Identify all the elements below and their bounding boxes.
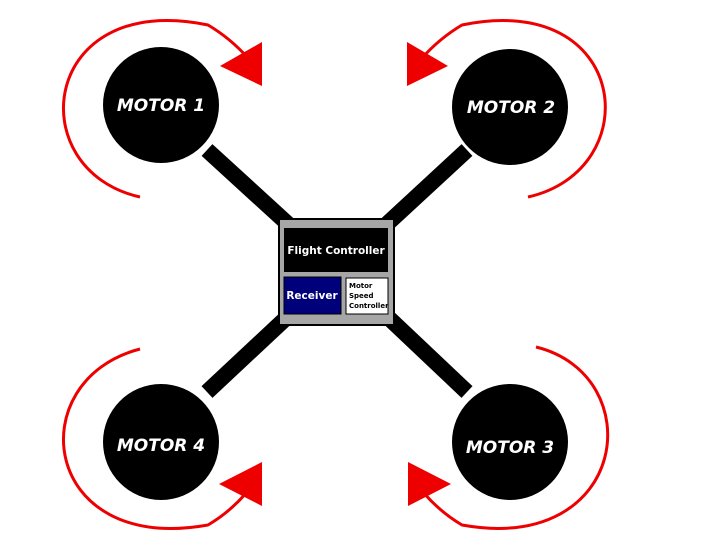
motor-2: MOTOR 2 [452, 49, 568, 165]
receiver-box [283, 276, 342, 315]
flight-controller-box [284, 228, 388, 272]
esc-label-line-1: Motor [349, 282, 373, 290]
motor-1: MOTOR 1 [103, 47, 219, 163]
central-hub: Flight Controller Receiver Motor Speed C… [278, 218, 395, 326]
motor-3-label: MOTOR 3 [466, 438, 554, 458]
motor-1-body [103, 47, 219, 163]
esc-label-line-3: Controller [349, 302, 389, 310]
motor-4-arrowhead [219, 462, 262, 506]
receiver-label: Receiver [286, 290, 338, 302]
motor-3: MOTOR 3 [452, 384, 568, 500]
motor-3-arrowhead [408, 462, 451, 506]
motor-4: MOTOR 4 [103, 384, 219, 500]
esc-box [345, 277, 389, 315]
motor-3-body [452, 384, 568, 500]
esc-label-line-2: Speed [349, 292, 374, 300]
motor-2-label: MOTOR 2 [467, 98, 555, 118]
motor-1-arrowhead [220, 42, 262, 86]
motor-1-rotation-arc [62, 19, 250, 199]
motor-4-label: MOTOR 4 [117, 436, 205, 456]
motor-3-rotation-arc [421, 345, 610, 530]
motor-4-body [103, 384, 219, 500]
motor-1-label: MOTOR 1 [117, 96, 205, 116]
motor-4-rotation-arc [62, 347, 249, 530]
motor-2-body [452, 49, 568, 165]
motor-2-arrowhead [407, 42, 448, 86]
rotation-arrows [62, 19, 610, 530]
motor-2-rotation-arc [420, 19, 607, 199]
flight-controller-label: Flight Controller [287, 245, 385, 257]
